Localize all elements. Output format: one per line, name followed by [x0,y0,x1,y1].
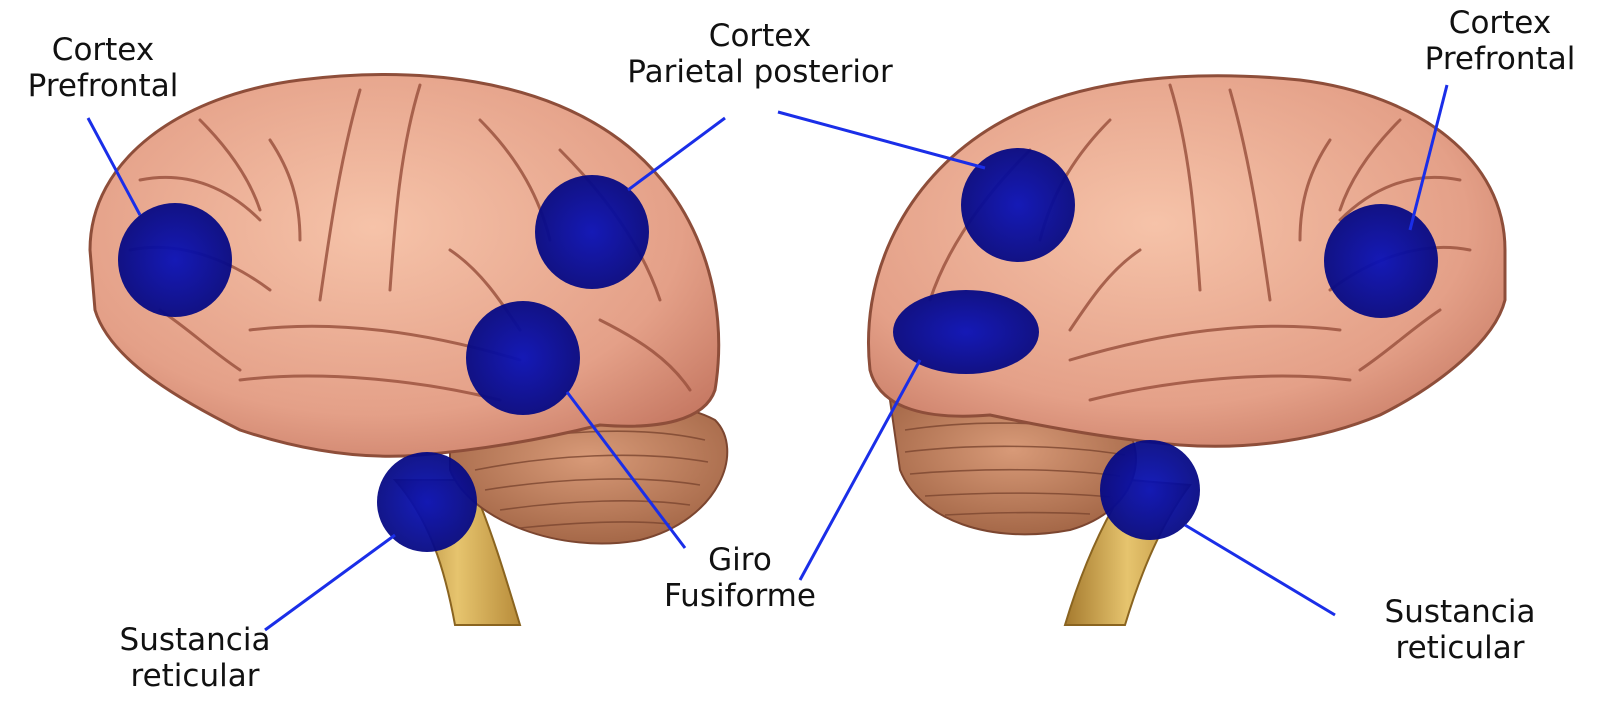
label-prefrontal-left: Cortex Prefrontal [8,32,198,104]
leader-line-reticular-left [265,535,395,630]
label-prefrontal-left-line2: Prefrontal [8,68,198,104]
label-fusiform-line1: Giro [640,542,840,578]
label-prefrontal-left-line1: Cortex [8,32,198,68]
leader-line-reticular-right [1185,525,1335,615]
label-reticular-left-line1: Sustancia [90,622,300,658]
label-prefrontal-right-line1: Cortex [1405,5,1595,41]
label-prefrontal-right: Cortex Prefrontal [1405,5,1595,77]
label-fusiform-line2: Fusiforme [640,578,840,614]
leader-line-parietal-left [628,118,725,190]
label-reticular-left: Sustancia reticular [90,622,300,694]
leader-line-parietal-right [778,112,985,168]
label-reticular-right-line1: Sustancia [1355,594,1565,630]
label-parietal-posterior-line1: Cortex [595,18,925,54]
label-prefrontal-right-line2: Prefrontal [1405,41,1595,77]
label-parietal-posterior: Cortex Parietal posterior [595,18,925,90]
label-reticular-right: Sustancia reticular [1355,594,1565,666]
label-fusiform: Giro Fusiforme [640,542,840,614]
label-parietal-posterior-line2: Parietal posterior [595,54,925,90]
label-reticular-left-line2: reticular [90,658,300,694]
label-reticular-right-line2: reticular [1355,630,1565,666]
left-fusiform-highlight [466,301,580,415]
right-fusiform-highlight [893,290,1039,374]
right-brain [868,76,1505,625]
left-prefrontal-highlight [118,203,232,317]
left-brain [90,75,727,625]
right-prefrontal-highlight [1324,204,1438,318]
left-parietal-highlight [535,175,649,289]
